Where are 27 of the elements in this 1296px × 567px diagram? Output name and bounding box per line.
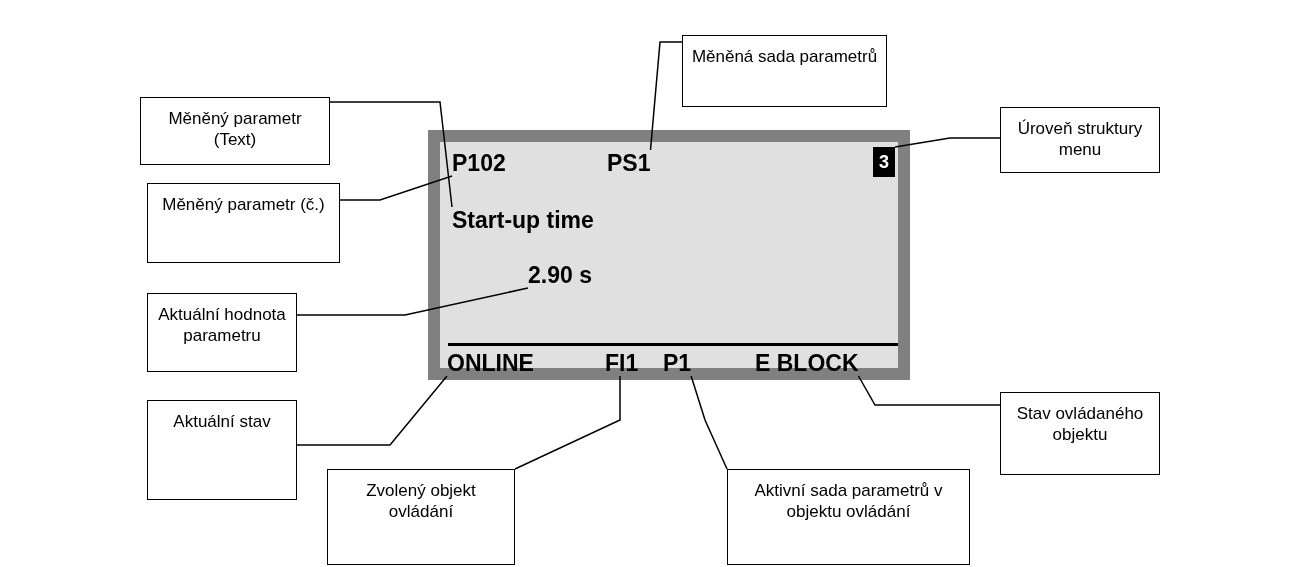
display-text: ONLINE — [447, 350, 534, 376]
display-text: P1 — [663, 350, 692, 376]
leader-line — [514, 375, 621, 470]
callout-box: Zvolený objekt ovládání — [327, 469, 515, 565]
callout-box: Měněná sada parametrů — [682, 35, 887, 107]
leader-line — [329, 101, 453, 208]
callout-box: Měněný parametr (č.) — [147, 183, 340, 263]
callout-box: Stav ovládaného objektu — [1000, 392, 1160, 475]
leader-line — [894, 137, 1001, 148]
display-screen — [428, 130, 910, 380]
display-text: E BLOCK — [755, 350, 859, 376]
leader-line — [296, 287, 529, 316]
callout-box: Měněný parametr (Text) — [140, 97, 330, 165]
display-text: PS1 — [607, 150, 651, 176]
callout-box: Aktuální hodnota parametru — [147, 293, 297, 372]
callout-box: Aktivní sada parametrů v objektu ovládání — [727, 469, 970, 565]
display-text: 2.90 s — [528, 262, 592, 288]
callout-box: Aktuální stav — [147, 400, 297, 500]
leader-line — [857, 375, 1001, 406]
menu-level-indicator: 3 — [873, 147, 895, 177]
callout-box: Úroveň struktury menu — [1000, 107, 1160, 173]
display-text: FI1 — [605, 350, 639, 376]
leader-line — [339, 175, 453, 201]
leader-line — [649, 41, 683, 151]
display-text: Start-up time — [452, 207, 594, 233]
display-text: P102 — [452, 150, 506, 176]
leader-line — [296, 375, 448, 446]
